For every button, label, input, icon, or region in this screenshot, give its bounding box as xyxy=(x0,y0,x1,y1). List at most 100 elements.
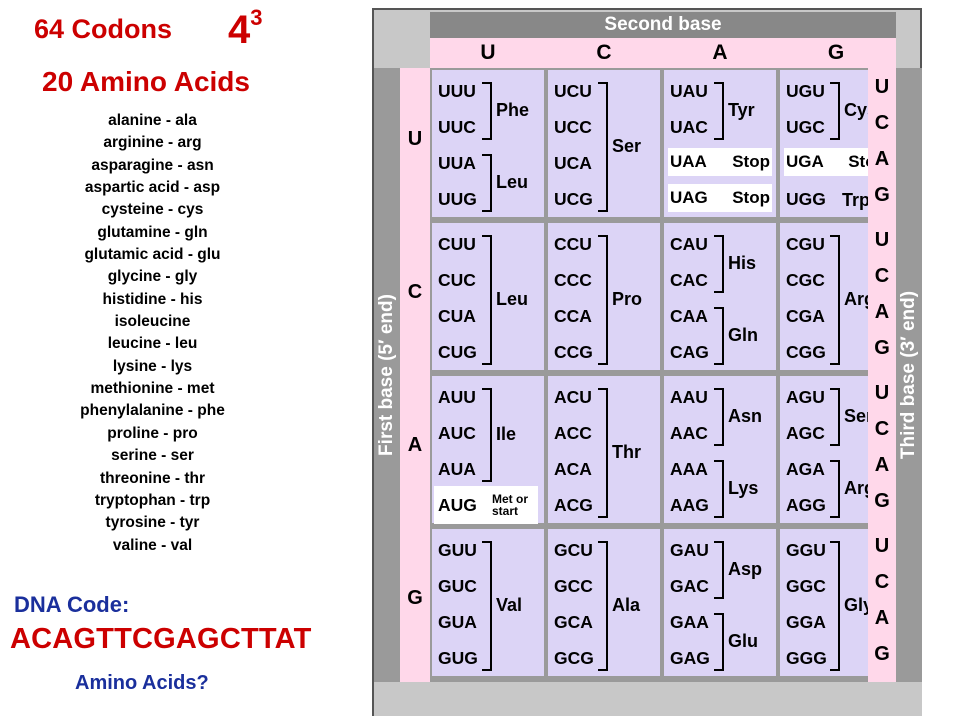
codon: GAC xyxy=(670,576,709,596)
codon: GGC xyxy=(786,576,826,596)
stop-label: Stop xyxy=(732,188,770,207)
amino-acid-item: cysteine - cys xyxy=(101,201,204,219)
group-bracket xyxy=(714,388,724,446)
third-base-u: U xyxy=(874,535,890,557)
codon: UAU xyxy=(670,81,708,101)
amino-acid-item: asparagine - asn xyxy=(91,156,214,174)
third-base-a: A xyxy=(874,454,890,476)
second-base-u: U xyxy=(480,41,496,64)
codon: GAG xyxy=(670,648,710,668)
codon: AUC xyxy=(438,423,476,443)
codon: AAC xyxy=(670,423,708,443)
third-base-c: C xyxy=(874,418,890,440)
first-base-u: U xyxy=(407,128,423,150)
codon: UGC xyxy=(786,117,825,137)
codon: CUC xyxy=(438,270,476,290)
codon: CGA xyxy=(786,306,825,326)
group-bracket xyxy=(830,460,840,518)
codon: CUA xyxy=(438,306,476,326)
group-bracket xyxy=(714,235,724,293)
amino-acid-label: Trp xyxy=(842,190,871,210)
codon: UAC xyxy=(670,117,708,137)
third-base-u: U xyxy=(874,382,890,404)
codon: CGU xyxy=(786,234,825,254)
codon: GGU xyxy=(786,540,826,560)
amino-acid-label: Arg xyxy=(844,289,875,309)
codon: UUA xyxy=(438,153,476,173)
group-bracket xyxy=(482,388,492,482)
amino-acid-item: isoleucine xyxy=(114,313,191,331)
amino-acid-item: leucine - leu xyxy=(107,335,198,353)
amino-acid-item: valine - val xyxy=(112,536,193,554)
amino-acid-item: threonine - thr xyxy=(99,469,206,487)
third-base-g: G xyxy=(874,490,890,512)
amino-acid-label: Ile xyxy=(496,424,517,444)
amino-acids-question: Amino Acids? xyxy=(75,672,209,694)
codon: GUG xyxy=(438,648,478,668)
third-base-c: C xyxy=(874,571,890,593)
first-base-c: C xyxy=(407,281,423,303)
first-base-g: G xyxy=(407,587,423,609)
amino-acid-label: Leu xyxy=(496,172,529,192)
codon: CUG xyxy=(438,342,477,362)
codon: ACG xyxy=(554,495,593,515)
amino-acid-item: methionine - met xyxy=(90,380,215,398)
codon: CAG xyxy=(670,342,709,362)
amino-acid-label: Ala xyxy=(612,595,641,615)
codon: AGU xyxy=(786,387,825,407)
amino-acid-label: Val xyxy=(496,595,523,615)
amino-acid-item: lysine - lys xyxy=(112,357,193,375)
amino-acid-item: aspartic acid - asp xyxy=(84,179,221,197)
codon: GCG xyxy=(554,648,594,668)
group-bracket xyxy=(830,82,840,140)
codon: CGC xyxy=(786,270,825,290)
codon: AUG xyxy=(438,495,477,515)
codon: AUA xyxy=(438,459,476,479)
codon: CAA xyxy=(670,306,708,326)
codon: ACC xyxy=(554,423,592,443)
third-base-u: U xyxy=(874,229,890,251)
power-base: 4 xyxy=(228,8,251,52)
codon: UUU xyxy=(438,81,476,101)
power-title: 43 xyxy=(228,5,263,53)
codon: UCC xyxy=(554,117,592,137)
codon: AGC xyxy=(786,423,825,443)
codon: UCG xyxy=(554,189,593,209)
codon: CCU xyxy=(554,234,592,254)
amino-acid-label: Asn xyxy=(728,406,763,426)
amino-acid-label: Thr xyxy=(612,442,641,462)
amino-acid-item: tyrosine - tyr xyxy=(105,514,200,532)
amino-acid-label: Ser xyxy=(844,406,874,426)
group-bracket xyxy=(830,541,840,671)
group-bracket xyxy=(598,235,608,365)
codon: AAA xyxy=(670,459,708,479)
group-bracket xyxy=(714,460,724,518)
codon: GUC xyxy=(438,576,477,596)
codon: UGG xyxy=(786,189,826,209)
codon: GAU xyxy=(670,540,709,560)
second-base-a: A xyxy=(712,41,728,64)
met-label: Met or xyxy=(492,492,528,506)
third-base-label: Third base (3′ end) xyxy=(898,290,919,460)
left-panel: 64 Codons 43 20 Amino Acids alanine - al… xyxy=(0,0,370,720)
codon: AUU xyxy=(438,387,476,407)
group-bracket xyxy=(830,235,840,365)
codon: CUU xyxy=(438,234,476,254)
codon: CCG xyxy=(554,342,593,362)
